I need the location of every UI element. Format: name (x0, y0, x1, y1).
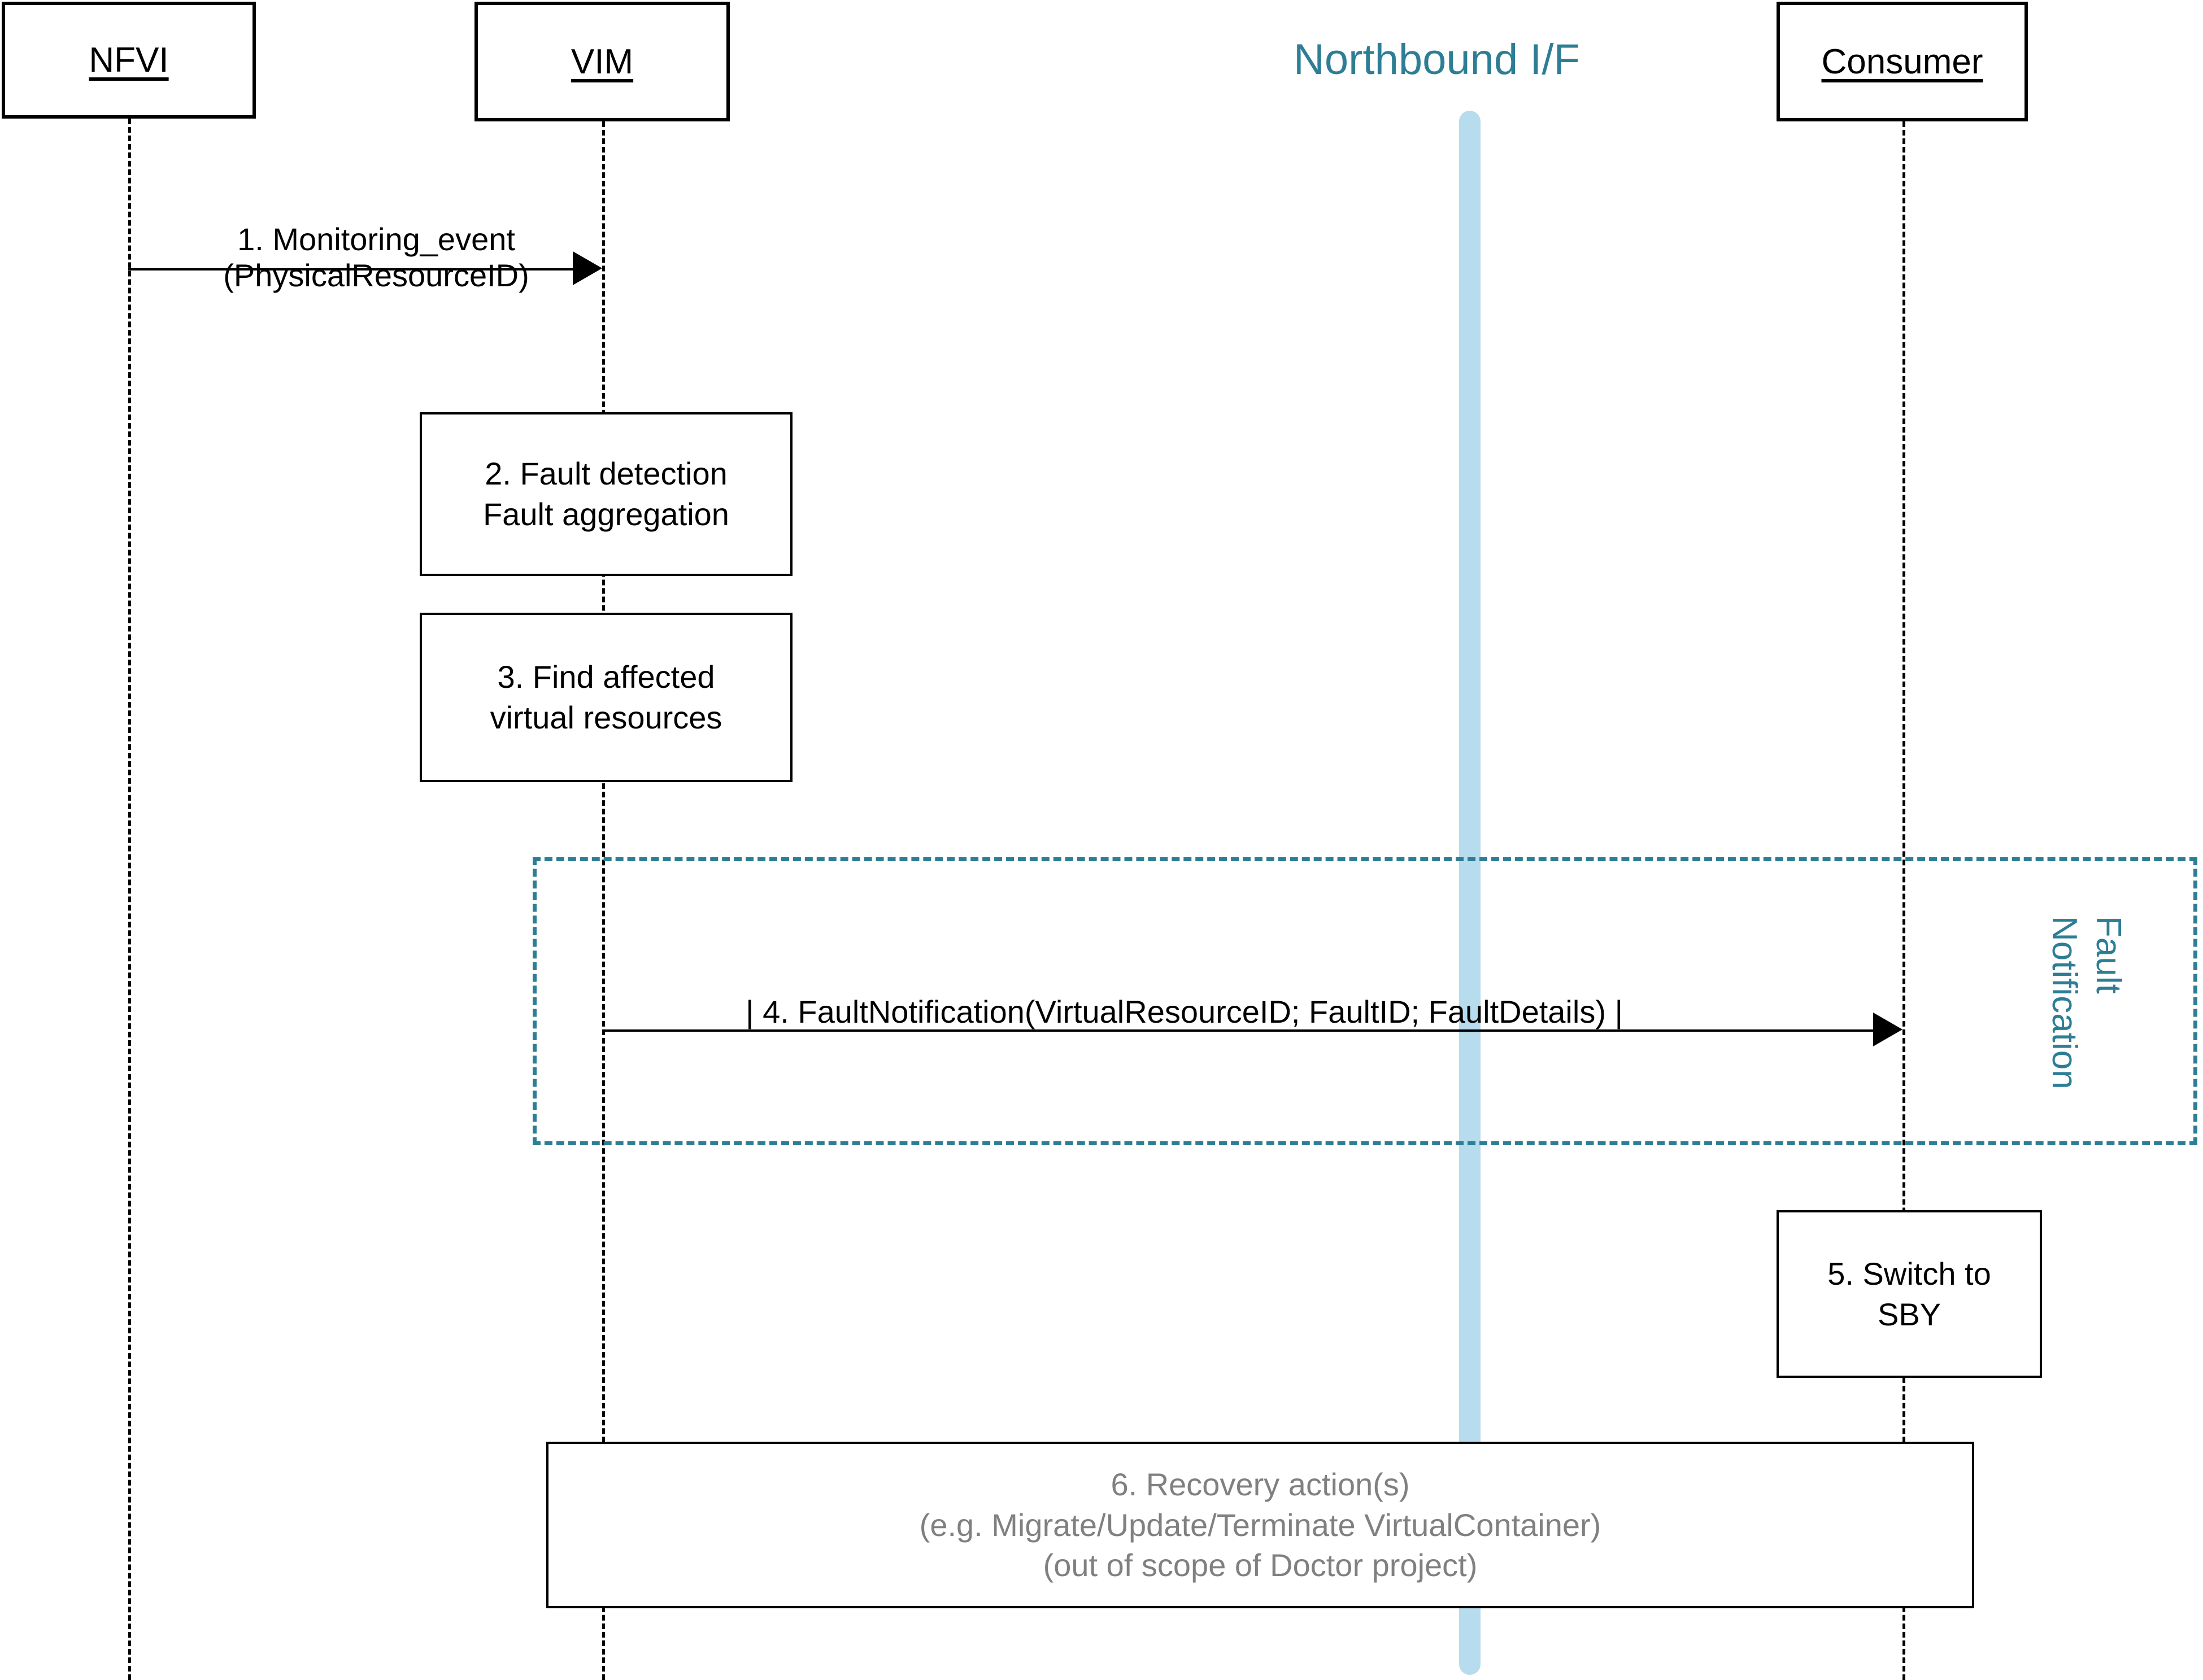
fragment-label-line1: Fault (2089, 916, 2128, 994)
lifeline-nfvi (128, 119, 131, 1680)
message-4-line (602, 1029, 1873, 1032)
fault-notification-fragment (533, 857, 2197, 1145)
actor-label-vim: VIM (571, 42, 634, 81)
actor-box-consumer[interactable]: Consumer (1777, 2, 2028, 121)
activity-step-3-line1: 3. Find affected (497, 659, 715, 695)
activity-step-3-line2: virtual resources (490, 700, 722, 735)
activity-step-6-line2: (e.g. Migrate/Update/Terminate VirtualCo… (919, 1507, 1601, 1543)
activity-step-2-line1: 2. Fault detection (485, 456, 728, 492)
message-1-arrowhead (573, 251, 602, 285)
activity-box-step-3[interactable]: 3. Find affected virtual resources (420, 613, 793, 782)
activity-step-5-line1: 5. Switch to (1827, 1255, 1991, 1291)
activity-step-6-line1: 6. Recovery action(s) (1111, 1466, 1410, 1502)
activity-step-6-line3: (out of scope of Doctor project) (1043, 1547, 1478, 1583)
message-4-arrowhead (1873, 1013, 1902, 1046)
fragment-label-line2: Notification (2045, 916, 2084, 1089)
actor-box-nfvi[interactable]: NFVI (2, 2, 256, 119)
activity-step-2-line2: Fault aggregation (483, 496, 729, 532)
northbound-interface-title: Northbound I/F (1294, 36, 1580, 84)
message-4-label-line1: | 4. FaultNotification(VirtualResourceID… (746, 994, 1623, 1029)
northbound-interface-bar (1459, 111, 1481, 1675)
message-1-label-line1: 1. Monitoring_event (237, 221, 515, 257)
actor-label-consumer: Consumer (1821, 42, 1983, 81)
activity-box-step-5[interactable]: 5. Switch to SBY (1777, 1210, 2042, 1378)
activity-step-5-line2: SBY (1877, 1296, 1941, 1332)
lifeline-vim (602, 121, 605, 1680)
activity-box-step-2[interactable]: 2. Fault detection Fault aggregation (420, 412, 793, 576)
actor-label-nfvi: NFVI (89, 41, 169, 80)
activity-box-step-6[interactable]: 6. Recovery action(s) (e.g. Migrate/Upda… (546, 1442, 1974, 1608)
message-4-label: | 4. FaultNotification(VirtualResourceID… (746, 994, 1729, 1030)
message-1-label-line2: (PhysicalResourceID) (223, 257, 529, 293)
lifeline-consumer (1902, 121, 1905, 1680)
message-1-label: 1. Monitoring_event (PhysicalResourceID) (207, 221, 546, 294)
actor-box-vim[interactable]: VIM (474, 2, 730, 121)
message-1-line (128, 268, 573, 270)
